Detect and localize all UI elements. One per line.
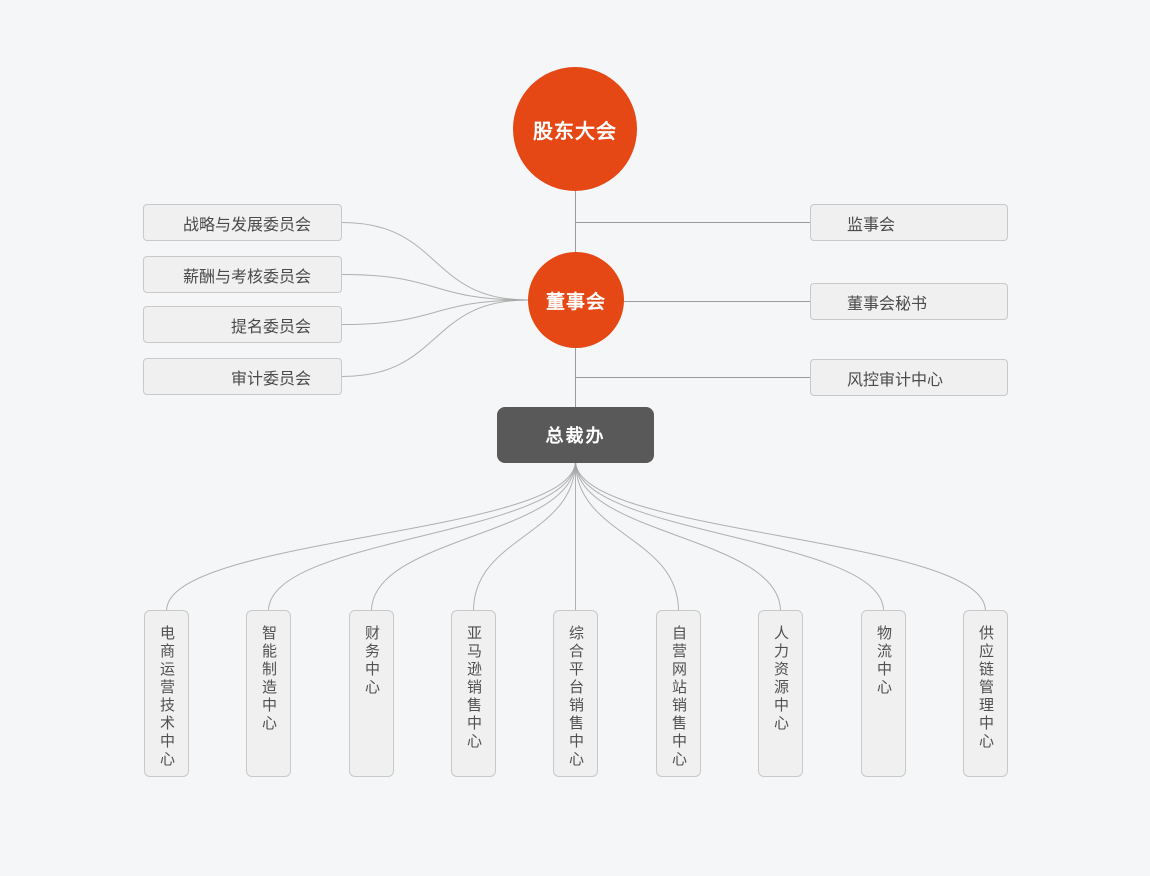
- node-president-office[interactable]: 总裁办: [497, 407, 654, 463]
- department-label: 自营网站销售中心: [670, 625, 687, 769]
- connector-department-curve-6: [575, 460, 781, 612]
- connector-department-curve-2: [371, 460, 576, 612]
- department-label: 综合平台销售中心: [567, 625, 584, 769]
- node-intelligent-manufacturing-center[interactable]: 智能制造中心: [246, 610, 291, 777]
- node-board-secretary[interactable]: 董事会秘书: [810, 283, 1008, 320]
- connector-committee-curve-1: [341, 274, 529, 301]
- node-finance-center[interactable]: 财务中心: [349, 610, 394, 777]
- node-audit-committee[interactable]: 审计委员会: [143, 358, 342, 395]
- right-branch-label: 监事会: [847, 216, 896, 234]
- right-branch-label: 董事会秘书: [847, 295, 928, 313]
- node-board-of-directors[interactable]: 董事会: [528, 252, 624, 348]
- connector-department-curve-7: [575, 460, 884, 612]
- committee-label: 战略与发展委员会: [182, 216, 311, 234]
- node-amazon-sales-center[interactable]: 亚马逊销售中心: [451, 610, 496, 777]
- connector-committee-curve-2: [341, 299, 529, 325]
- committee-label: 薪酬与考核委员会: [182, 268, 311, 286]
- node-self-operated-website-sales-center[interactable]: 自营网站销售中心: [656, 610, 701, 777]
- department-label: 物流中心: [875, 625, 892, 697]
- connector-department-curve-5: [575, 460, 679, 612]
- node-shareholders-meeting-label: 股东大会: [533, 120, 617, 143]
- node-human-resources-center[interactable]: 人力资源中心: [758, 610, 803, 777]
- node-nomination-committee[interactable]: 提名委员会: [143, 306, 342, 343]
- node-strategy-development-committee[interactable]: 战略与发展委员会: [143, 204, 342, 241]
- node-board-of-directors-label: 董事会: [545, 291, 606, 313]
- right-branch-label: 风控审计中心: [847, 371, 944, 389]
- node-integrated-platform-sales-center[interactable]: 综合平台销售中心: [553, 610, 598, 777]
- node-supervisory-board[interactable]: 监事会: [810, 204, 1008, 241]
- node-compensation-assessment-committee[interactable]: 薪酬与考核委员会: [143, 256, 342, 293]
- node-shareholders-meeting[interactable]: 股东大会: [513, 67, 637, 191]
- node-ecommerce-operation-tech-center[interactable]: 电商运营技术中心: [144, 610, 189, 777]
- department-label: 人力资源中心: [772, 625, 789, 733]
- department-label: 供应链管理中心: [977, 625, 994, 751]
- node-president-office-label: 总裁办: [545, 426, 606, 446]
- connector-department-curve-8: [575, 460, 986, 612]
- connector-committee-curve-0: [341, 222, 529, 301]
- connector-department-curve-1: [268, 460, 576, 612]
- connector-committee-curve-3: [341, 299, 529, 377]
- node-logistics-center[interactable]: 物流中心: [861, 610, 906, 777]
- node-supply-chain-management-center[interactable]: 供应链管理中心: [963, 610, 1008, 777]
- department-label: 智能制造中心: [260, 625, 277, 733]
- connector-department-curve-3: [473, 460, 576, 612]
- department-label: 亚马逊销售中心: [465, 625, 482, 751]
- committee-label: 提名委员会: [230, 318, 311, 336]
- node-risk-audit-center[interactable]: 风控审计中心: [810, 359, 1008, 396]
- department-label: 电商运营技术中心: [158, 625, 175, 769]
- committee-label: 审计委员会: [230, 370, 311, 388]
- connector-department-curve-0: [166, 460, 576, 612]
- department-label: 财务中心: [363, 625, 380, 697]
